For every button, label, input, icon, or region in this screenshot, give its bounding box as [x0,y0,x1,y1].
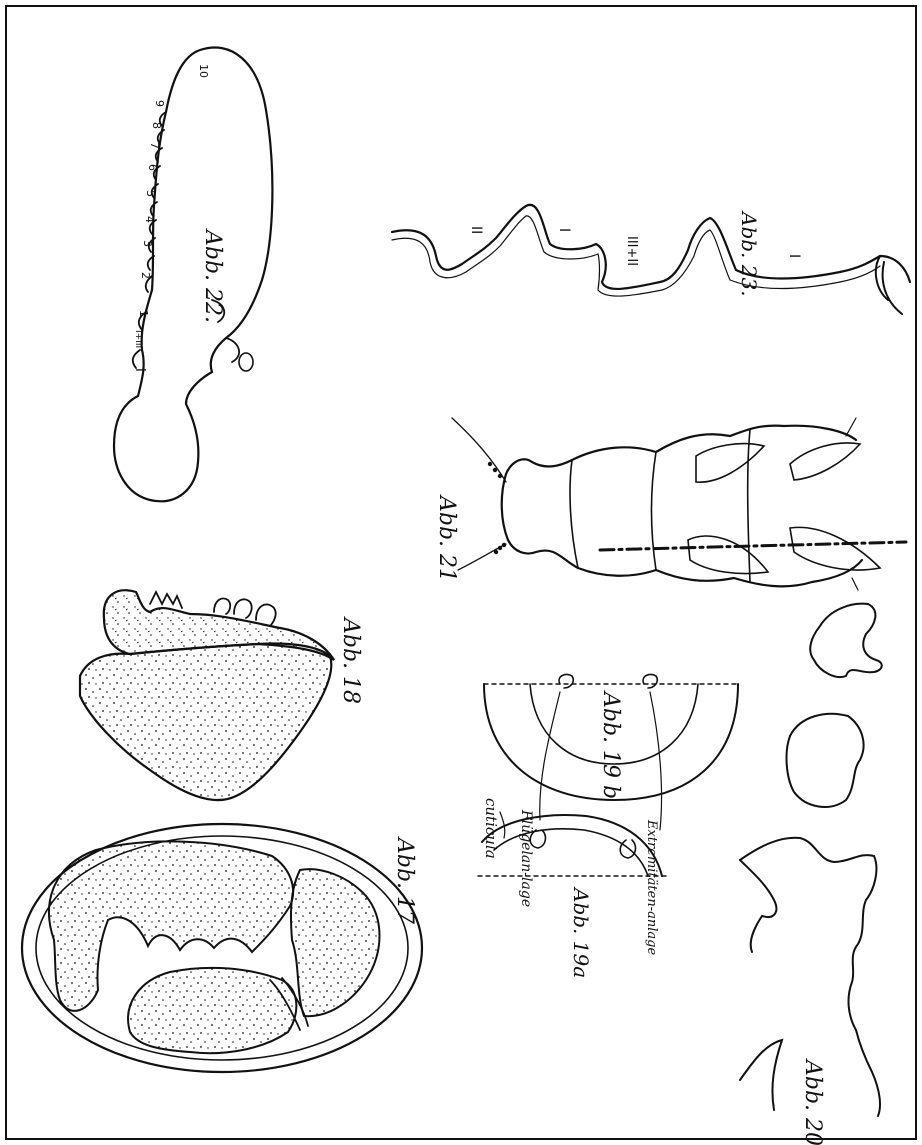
abb22-roman-I: I [132,368,147,372]
abb23-mark-1: II [468,226,484,234]
abb22-num-10: 10 [197,64,210,78]
annotation-cuticula: cuticula [482,798,500,859]
figure-abb18 [80,590,334,800]
abb21-antenna-beads [488,462,506,554]
abb22-num-9: 9 [153,100,166,107]
abb19a-label: Abb. 19a [569,886,593,978]
abb20-shape-1 [810,604,882,677]
abb17-right-mass [291,869,380,1016]
abb22-small-ring [239,353,253,371]
abb22-num-7: 7 [148,142,161,149]
abb22-num-8: 8 [150,122,163,129]
abb19b-label: Abb. 19 b [598,690,623,799]
abb20-shape-2 [787,714,864,807]
abb19b-pointer-2 [650,692,662,830]
abb18-lower-mass [80,644,331,801]
abb21-head-front [502,474,508,540]
figure-abb23 [392,205,910,314]
abb19b-bud-2 [643,674,657,688]
abb23-outer-line [392,205,910,289]
abb17-label: Abb. 17 [392,836,417,924]
abb22-num-4: 4 [143,216,156,223]
abb21-section-line [600,542,906,550]
abb23-mark-4: I [786,254,802,258]
abb23-mark-2: I [556,228,572,232]
abb23-label: Abb. 23. [737,210,761,297]
abb20-shape-3-inner [740,860,776,952]
abb21-body-outline [506,426,862,587]
figure-abb21 [452,418,906,590]
abb21-bud-lower-1 [688,536,768,574]
abb22-label: Abb. 22. [200,228,225,323]
figure-abb20 [740,604,882,1116]
abb21-bud-upper-1 [696,444,764,483]
abb21-spur [846,418,856,436]
figure-abb19a [478,812,670,876]
figure-abb17 [22,824,422,1072]
abb19a-bud-2 [620,840,635,858]
abb23-mark-3: III+II [624,236,639,266]
abb22-num-5: 5 [144,190,157,197]
abb22-num-1: 1 [137,310,150,317]
abb21-segment-lines [570,430,750,582]
abb21-antenna-top [452,418,506,482]
abb22-num-3: 3 [141,240,154,247]
abb21-bud-upper-2 [790,443,860,480]
annotation-extremitaetenanlage: Extremitäten-anlage [644,819,659,955]
abb19a-inner-arch [494,829,648,876]
abb19b-bud-1 [559,674,573,688]
plate-border [6,6,916,1139]
figure-abb22 [114,48,272,502]
abb20-shape-3-lower [740,1040,782,1110]
abb22-body-outline [114,48,272,502]
abb20-label: Abb. 20 [800,1058,825,1145]
abb18-label: Abb. 18 [338,616,363,704]
abb23-end-curl [876,256,902,314]
annotation-fluegelanlage: Flügelan-lage [518,809,534,907]
abb21-bud-lower-2 [790,527,880,570]
abb22-num-6: 6 [146,164,159,171]
abb21-label: Abb. 21 [434,494,459,582]
abb22-roman-II-III: I+III [133,330,143,348]
abb19b-pointer-1 [540,692,560,820]
abb21-spur-2 [852,578,858,590]
abb22-num-2: 2 [139,272,152,279]
